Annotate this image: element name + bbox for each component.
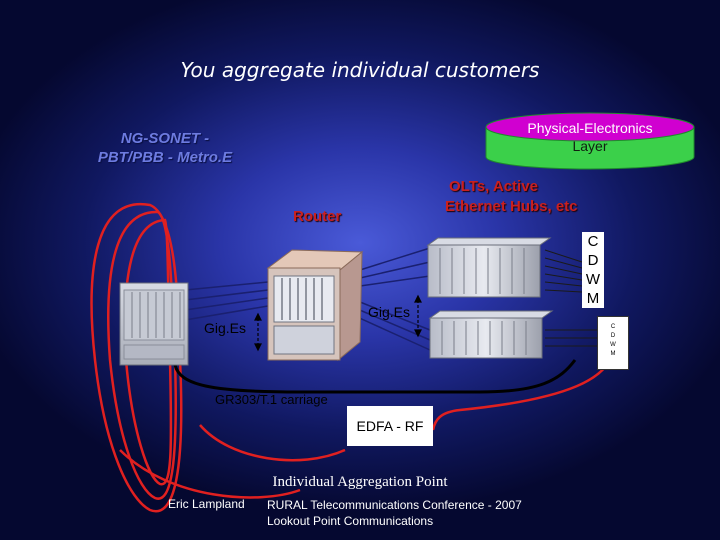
conference-info: RURAL Telecommunications Conference - 20… bbox=[267, 497, 522, 529]
left-shelf-equipment bbox=[119, 282, 189, 366]
olt-bottom-equipment bbox=[428, 310, 554, 359]
olt-top-equipment bbox=[426, 237, 552, 298]
slide-title: You aggregate individual customers bbox=[180, 58, 540, 82]
physical-layer-line1: Physical-Electronics bbox=[527, 120, 653, 136]
gige-left-label: Gig.Es bbox=[204, 320, 247, 336]
cdwm-letter: C bbox=[587, 233, 599, 250]
cdwm-small-letter: M bbox=[610, 351, 616, 357]
olts-line2: Ethernet Hubs, etc bbox=[445, 198, 578, 215]
physical-layer-cylinder bbox=[485, 112, 695, 170]
physical-layer-label: Physical-Electronics Layer bbox=[486, 119, 694, 155]
author-name: Eric Lampland bbox=[168, 497, 245, 511]
conference-line1: RURAL Telecommunications Conference - 20… bbox=[267, 498, 522, 512]
router-label: Router bbox=[293, 208, 342, 225]
olts-label: OLTs, Active Ethernet Hubs, etc bbox=[445, 177, 578, 217]
gr303-label: GR303/T.1 carriage bbox=[215, 392, 328, 407]
gr303-path bbox=[173, 359, 577, 394]
cdwm-small-letter: D bbox=[610, 333, 616, 339]
gige-right-arrow bbox=[414, 294, 422, 338]
cdwm-letter: D bbox=[587, 252, 599, 269]
physical-layer-line2: Layer bbox=[572, 138, 608, 154]
sonet-label: NG-SONET - PBT/PBB - Metro.E bbox=[60, 129, 270, 167]
aggregation-caption: Individual Aggregation Point bbox=[272, 474, 448, 490]
cdwm-small-letter: W bbox=[610, 342, 616, 348]
sonet-line1: NG-SONET - bbox=[120, 130, 210, 147]
gige-right-label: Gig.Es bbox=[368, 304, 411, 320]
cdwm-small-letter: C bbox=[610, 324, 616, 330]
sonet-line2: PBT/PBB - Metro.E bbox=[97, 149, 233, 166]
gige-left-arrow bbox=[254, 312, 262, 352]
cdwm-box: C D W M bbox=[582, 232, 604, 308]
olt-cdwm-links bbox=[544, 249, 597, 347]
cdwm-letter: W bbox=[585, 271, 601, 288]
olts-line1: OLTs, Active bbox=[449, 178, 538, 195]
cdwm-letter: M bbox=[586, 290, 600, 307]
conference-line2: Lookout Point Communications bbox=[267, 514, 434, 528]
cdwm-small-box: C D W M bbox=[597, 316, 629, 370]
router-equipment bbox=[266, 249, 364, 362]
edfa-box: EDFA - RF bbox=[347, 406, 433, 446]
